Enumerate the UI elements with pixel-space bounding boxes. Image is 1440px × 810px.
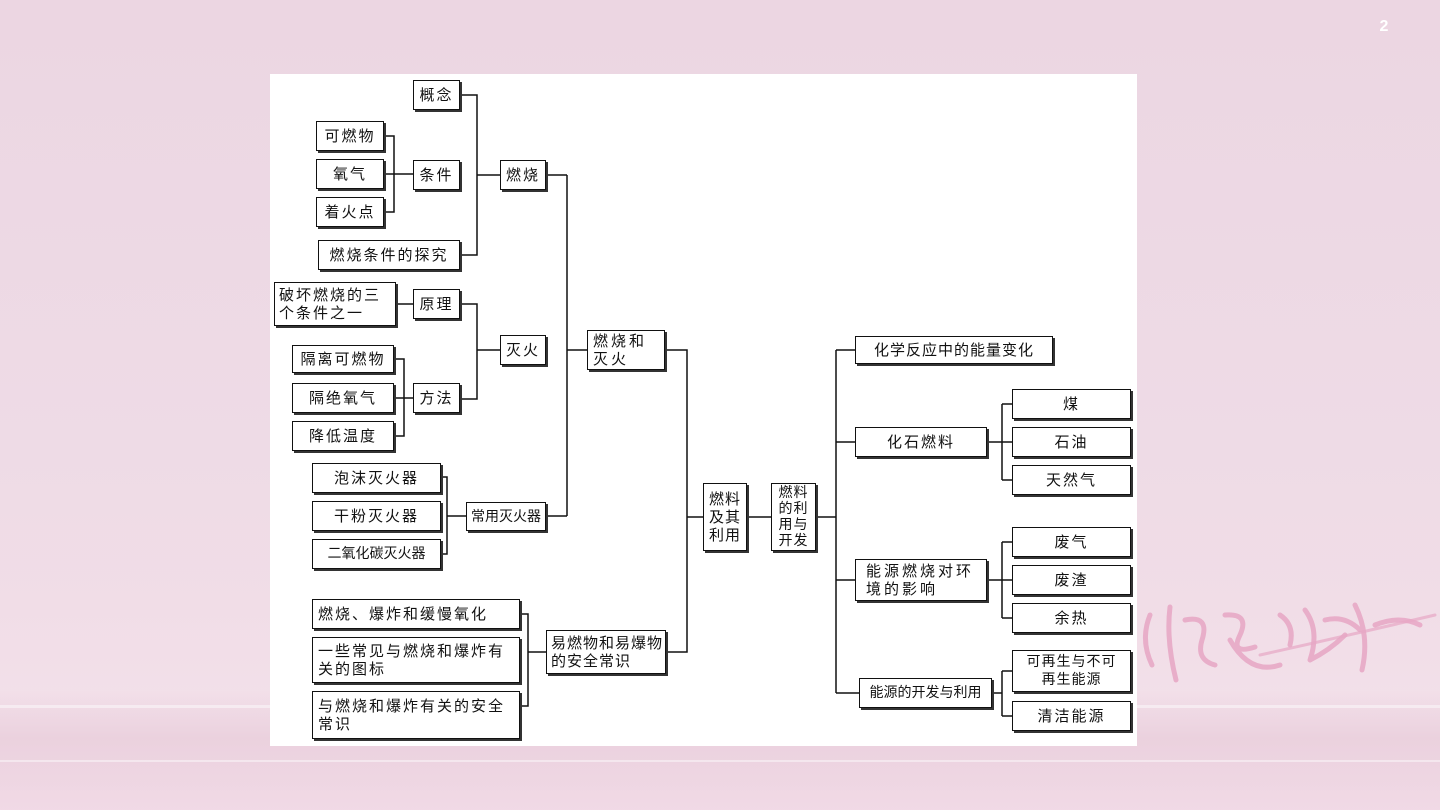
- node-natural-gas: 天然气: [1012, 465, 1131, 495]
- node-safety-item-1: 燃烧、爆炸和缓慢氧化: [312, 599, 520, 629]
- node-burning-exploration: 燃烧条件的探究: [318, 240, 460, 270]
- node-foam-extinguisher: 泡沫灭火器: [312, 463, 441, 493]
- node-powder-extinguisher: 干粉灭火器: [312, 501, 441, 531]
- node-waste-heat: 余热: [1012, 603, 1131, 633]
- node-petroleum: 石油: [1012, 427, 1131, 457]
- node-fuel-use-and-development: 燃料的利用与开发: [771, 483, 816, 551]
- node-lower-temperature: 降低温度: [292, 421, 394, 451]
- node-safety-item-3: 与燃烧和爆炸有关的安全常识: [312, 691, 520, 739]
- node-renewable-nonrenewable: 可再生与不可再生能源: [1012, 650, 1131, 692]
- node-co2-extinguisher: 二氧化碳灭火器: [312, 539, 441, 569]
- node-burning-and-extinguish: 燃烧和灭火: [587, 330, 665, 370]
- node-energy-change: 化学反应中的能量变化: [855, 336, 1053, 364]
- node-waste-residue: 废渣: [1012, 565, 1131, 595]
- node-principle: 原理: [413, 289, 460, 319]
- mindmap-panel: 概念 可燃物 氧气 着火点 条件 燃烧 燃烧条件的探究 破坏燃烧的三个条件之一 …: [270, 74, 1137, 746]
- node-burning: 燃烧: [500, 160, 546, 190]
- node-extinguish: 灭火: [500, 335, 546, 365]
- node-clean-energy: 清洁能源: [1012, 701, 1131, 731]
- node-concept: 概念: [413, 80, 460, 110]
- node-principle-detail: 破坏燃烧的三个条件之一: [274, 282, 396, 326]
- node-fossil-fuels: 化石燃料: [855, 427, 987, 457]
- node-conditions: 条件: [413, 160, 460, 190]
- node-isolate-oxygen: 隔绝氧气: [292, 383, 394, 413]
- node-root-fuel-and-use: 燃料及其利用: [703, 483, 747, 551]
- node-isolate-combustible: 隔离可燃物: [292, 345, 394, 373]
- node-ignition-point: 着火点: [316, 197, 384, 227]
- calligraphy-watermark: [1143, 602, 1437, 683]
- node-waste-gas: 废气: [1012, 527, 1131, 557]
- node-energy-development: 能源的开发与利用: [859, 678, 992, 708]
- node-common-extinguishers: 常用灭火器: [466, 502, 546, 531]
- connector-lines: [384, 94, 1012, 717]
- node-coal: 煤: [1012, 389, 1131, 419]
- node-combustible: 可燃物: [316, 121, 384, 151]
- node-environment-impact: 能源燃烧对环境的影响: [855, 559, 987, 601]
- node-oxygen: 氧气: [316, 159, 384, 189]
- node-safety-knowledge: 易燃物和易爆物的安全常识: [546, 630, 666, 674]
- page-number: 2: [1379, 18, 1389, 35]
- background-stripe: [0, 760, 1440, 762]
- node-safety-item-2: 一些常见与燃烧和爆炸有关的图标: [312, 637, 520, 683]
- node-methods: 方法: [413, 383, 460, 413]
